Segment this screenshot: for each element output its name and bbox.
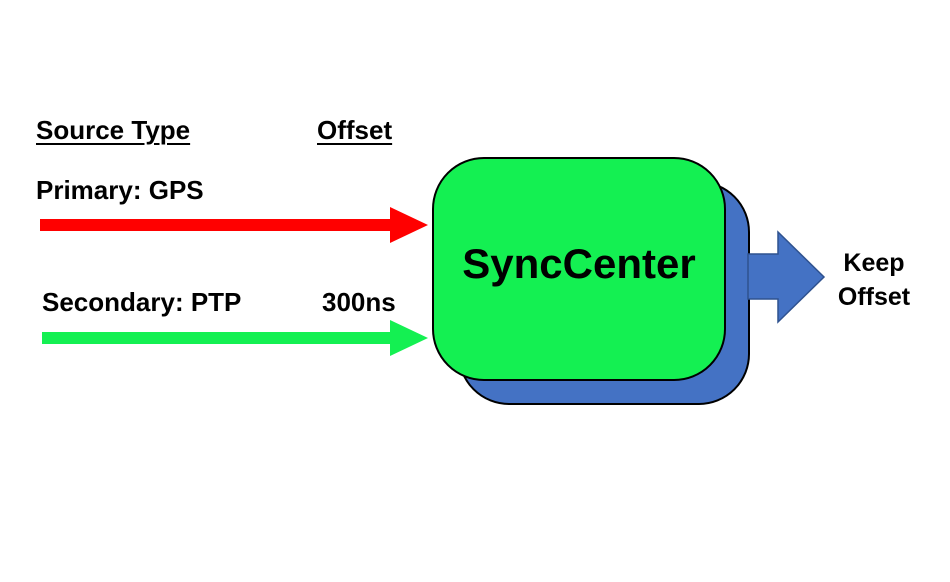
output-label-line2: Offset (837, 283, 911, 311)
primary-arrow-head (390, 207, 428, 243)
primary-arrow (40, 207, 428, 243)
secondary-offset-value: 300ns (322, 287, 396, 317)
secondary-arrow-shaft (42, 332, 392, 344)
secondary-source-label: Secondary: PTP (42, 287, 242, 317)
output-label: Keep Offset (826, 246, 922, 314)
secondary-arrow (42, 320, 428, 356)
source-type-header: Source Type (36, 115, 191, 145)
output-label-line1: Keep (843, 249, 905, 277)
sync-center-box: SyncCenter (432, 157, 726, 381)
secondary-arrow-head (390, 320, 428, 356)
sync-center-title: SyncCenter (462, 240, 696, 287)
primary-arrow-shaft (40, 219, 392, 231)
output-arrow (747, 230, 826, 324)
offset-header: Offset (317, 115, 393, 145)
primary-source-label: Primary: GPS (36, 175, 204, 205)
